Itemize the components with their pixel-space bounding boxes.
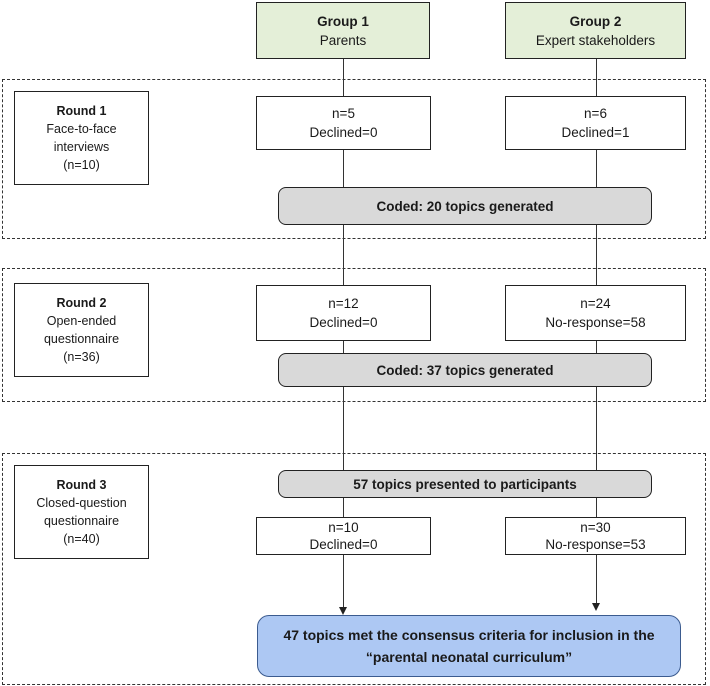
- round-3-label-box: Round 3 Closed-question questionnaire (n…: [14, 465, 149, 559]
- round-2-group-2-box: n=24 No-response=58: [505, 285, 686, 341]
- connector-line: [343, 149, 344, 187]
- group-1-subtitle: Parents: [319, 32, 367, 48]
- round-2-count: (n=36): [63, 350, 100, 364]
- round-1-group-1-box: n=5 Declined=0: [256, 96, 431, 150]
- final-outcome-box: 47 topics met the consensus criteria for…: [257, 615, 681, 677]
- connector-line: [343, 497, 344, 517]
- connector-line: [596, 224, 597, 285]
- round-3-group-1-n: n=10: [328, 520, 359, 535]
- round-2-method: Open-ended: [46, 314, 117, 328]
- final-outcome-line-1: 47 topics met the consensus criteria for…: [283, 627, 655, 643]
- connector-line: [596, 386, 597, 470]
- round-1-coded-prefix: Coded:: [376, 198, 423, 214]
- round-1-count: (n=10): [63, 158, 100, 172]
- round-2-label-box: Round 2 Open-ended questionnaire (n=36): [14, 283, 149, 377]
- connector-line: [343, 224, 344, 285]
- connector-line: [596, 340, 597, 353]
- round-1-group-1-n: n=5: [332, 106, 355, 121]
- round-1-method-2: interviews: [53, 140, 110, 154]
- group-2-title: Group 2: [569, 13, 622, 29]
- round-3-group-2-detail: No-response=53: [545, 537, 646, 552]
- round-1-group-2-detail: Declined=1: [561, 125, 630, 140]
- final-outcome-line-2: “parental neonatal curriculum”: [365, 649, 573, 665]
- round-3-title: Round 3: [56, 478, 107, 492]
- round-3-count: (n=40): [63, 532, 100, 546]
- round-3-presented-text: 57 topics presented to participants: [353, 476, 577, 492]
- connector-line: [596, 554, 597, 605]
- round-3-group-1-box: n=10 Declined=0: [256, 517, 431, 555]
- round-1-coded-box: Coded: 20 topics generated: [278, 187, 652, 225]
- round-3-group-1-detail: Declined=0: [309, 537, 378, 552]
- arrow-head: [592, 603, 600, 611]
- round-1-container: [2, 79, 706, 239]
- round-3-presented-box: 57 topics presented to participants: [278, 470, 652, 498]
- group-1-title: Group 1: [317, 13, 369, 29]
- round-2-group-2-detail: No-response=58: [545, 315, 646, 330]
- arrow-head: [339, 607, 347, 615]
- round-3-method: Closed-question: [36, 496, 127, 510]
- connector-line: [343, 58, 344, 96]
- connector-line: [343, 554, 344, 610]
- round-2-group-1-box: n=12 Declined=0: [256, 285, 431, 341]
- round-2-group-1-detail: Declined=0: [309, 315, 378, 330]
- connector-line: [596, 497, 597, 517]
- round-1-method: Face-to-face: [46, 122, 117, 136]
- round-1-group-2-box: n=6 Declined=1: [505, 96, 686, 150]
- round-1-group-1-detail: Declined=0: [309, 125, 378, 140]
- round-1-label-box: Round 1 Face-to-face interviews (n=10): [14, 91, 149, 185]
- connector-line: [596, 149, 597, 187]
- round-2-title: Round 2: [56, 296, 107, 310]
- round-2-group-1-n: n=12: [328, 296, 359, 311]
- round-1-group-2-n: n=6: [584, 106, 607, 121]
- round-2-container: [2, 268, 706, 402]
- group-2-subtitle: Expert stakeholders: [535, 32, 656, 48]
- round-1-title: Round 1: [56, 104, 107, 118]
- group-1-box: Group 1 Parents: [256, 2, 430, 59]
- connector-line: [596, 58, 597, 96]
- round-2-group-2-n: n=24: [580, 296, 611, 311]
- group-2-box: Group 2 Expert stakeholders: [505, 2, 686, 59]
- round-2-coded-value: 37 topics generated: [426, 362, 554, 378]
- round-3-method-2: questionnaire: [43, 514, 120, 528]
- round-1-coded-value: 20 topics generated: [426, 198, 554, 214]
- round-2-method-2: questionnaire: [43, 332, 120, 346]
- round-2-coded-prefix: Coded:: [376, 362, 423, 378]
- round-3-group-2-box: n=30 No-response=53: [505, 517, 686, 555]
- round-3-group-2-n: n=30: [580, 520, 611, 535]
- round-2-coded-box: Coded: 37 topics generated: [278, 353, 652, 387]
- connector-line: [343, 386, 344, 470]
- connector-line: [343, 340, 344, 353]
- round-3-container: [2, 453, 706, 685]
